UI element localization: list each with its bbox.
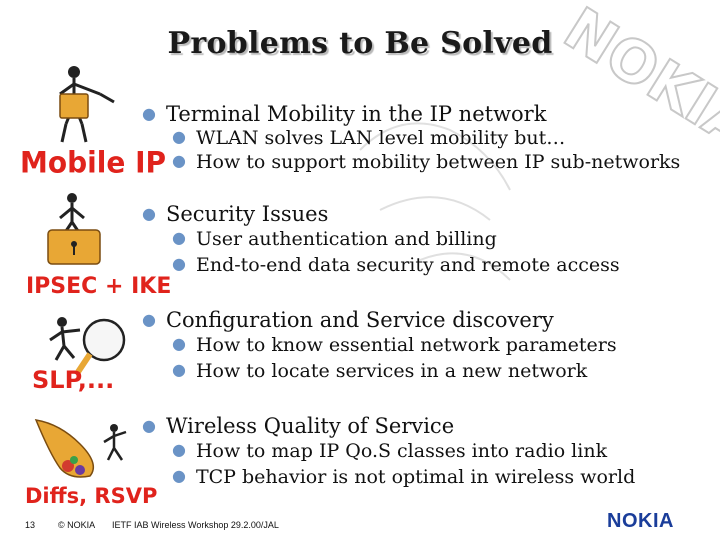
bullet-main-2: ●Security Issues [142,202,329,226]
bullet-sub-1-1: ●WLAN solves LAN level mobility but… [172,127,566,149]
ipsec-ike-label: IPSEC + IKE [26,274,172,299]
bullet-dot-icon: ● [142,204,156,223]
bullet-dot-icon: ● [142,104,156,123]
bullet-main-3: ●Configuration and Service discovery [142,308,554,332]
page-title: Problems to Be Solved [167,26,553,61]
mobile-ip-label: Mobile IP [20,145,167,180]
bullet-main-4: ●Wireless Quality of Service [142,414,455,438]
bullet-dot-icon: ● [142,416,156,435]
person-with-magnifier-icon [49,317,126,374]
bullet-dot-icon: ● [142,310,156,329]
bullet-sub-4-2: ●TCP behavior is not optimal in wireless… [172,466,636,488]
bullet-sub-3-1: ●How to know essential network parameter… [172,334,617,356]
bullet-dot-icon: ● [172,127,186,146]
bullet-sub-3-2: ●How to locate services in a new network [172,360,588,382]
diffs-rsvp-label: Diffs, RSVP [25,484,158,508]
person-on-padlock-icon [47,193,101,265]
bullet-dot-icon: ● [172,151,186,170]
bullet-sub-1-2: ●How to support mobility between IP sub-… [172,151,681,173]
bullet-dot-icon: ● [172,254,186,273]
bullet-sub-4-1: ●How to map IP Qo.S classes into radio l… [172,440,608,462]
bullet-main-1: ●Terminal Mobility in the IP network [142,102,547,126]
bullet-dot-icon: ● [172,440,186,459]
bullet-dot-icon: ● [172,466,186,485]
svg-text:NOKIA: NOKIA [553,0,720,163]
bullet-sub-2-2: ●End-to-end data security and remote acc… [172,254,620,276]
cornucopia-icon [34,419,127,478]
bullet-dot-icon: ● [172,334,186,353]
event-info: IETF IAB Wireless Workshop 29.2.00/JAL [112,520,279,530]
slp-label: SLP,... [32,366,115,394]
bullet-dot-icon: ● [172,228,186,247]
copyright: © NOKIA [58,520,96,530]
bullet-sub-2-1: ●User authentication and billing [172,228,497,250]
person-carrying-box-icon [59,66,115,143]
nokia-logo: NOKIA [607,510,674,532]
bullet-dot-icon: ● [172,360,186,379]
page-number: 13 [25,520,36,530]
